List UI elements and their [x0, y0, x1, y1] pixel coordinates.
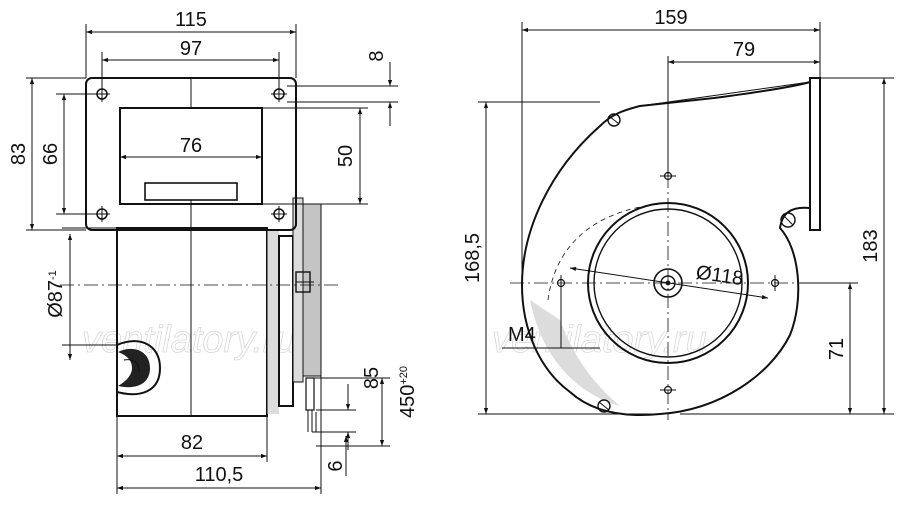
- bolt-hole-br: [271, 206, 287, 222]
- screw-top-front: [607, 113, 621, 127]
- dim-110-5: 110,5: [195, 464, 244, 486]
- dim-79: 79: [733, 39, 755, 61]
- dim-66: 66: [40, 143, 62, 165]
- watermark-left: ventilatory.ru: [82, 319, 297, 361]
- dim-6: 6: [325, 460, 347, 471]
- dim-71: 71: [826, 338, 848, 360]
- dim-76: 76: [180, 135, 202, 157]
- bolt-hole-bl: [94, 206, 110, 222]
- side-view: 115 97 76 83 66 8 50 Ø8: [8, 9, 419, 494]
- side-inlet-hub: [116, 340, 162, 396]
- power-cable: [305, 377, 317, 432]
- dim-115: 115: [175, 9, 207, 31]
- dim-168-5: 168,5: [462, 233, 484, 283]
- screw-bottom-front: [597, 399, 611, 413]
- dim-motor-diameter: Ø118: [695, 262, 745, 290]
- dim-97: 97: [180, 38, 202, 60]
- housing-inner-lip: [530, 300, 620, 406]
- scroll-housing: [520, 80, 811, 416]
- dim-159: 159: [654, 7, 687, 29]
- dim-82: 82: [181, 432, 203, 454]
- motor-plate: [293, 198, 303, 382]
- dim-cable-length: 450+20: [397, 366, 419, 418]
- outlet-inner-step: [144, 182, 238, 201]
- dim-8: 8: [366, 50, 388, 61]
- screw-side-front: [780, 212, 796, 228]
- motor-back-shell: [267, 230, 279, 414]
- dim-183: 183: [860, 229, 882, 262]
- bolt-hole-tr: [271, 86, 287, 102]
- bolt-hole-tl: [94, 86, 110, 102]
- dim-body-diameter: Ø87-1: [45, 270, 67, 318]
- outlet-flange-front: [809, 77, 821, 231]
- front-view: Ø118 M4 159 79 168,5 183 71: [462, 7, 894, 420]
- dim-50: 50: [335, 145, 357, 167]
- dim-m4: M4: [508, 324, 536, 346]
- dim-83: 83: [8, 143, 30, 165]
- motor-plate-outer: [303, 204, 321, 376]
